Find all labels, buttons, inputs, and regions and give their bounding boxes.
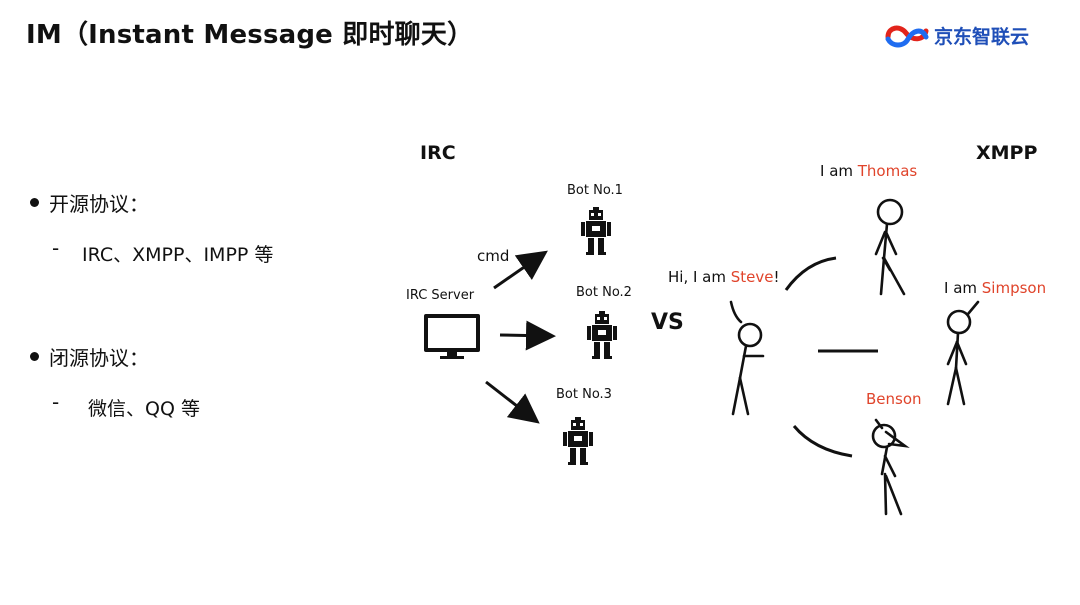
stick-figure-benson [871,418,910,516]
bullet-label: 闭源协议： [49,346,149,370]
logo-text: 京东智联云 [934,25,1030,48]
link-arc-benson [792,425,853,458]
bullet-dot [30,352,39,361]
xmpp-heading: XMPP [976,142,1038,164]
page-title: IM（Instant Message 即时聊天） [26,20,474,50]
bot-label: Bot No.2 [576,285,632,300]
vs-label: VS [651,310,684,335]
dash-marker: - [52,390,60,414]
speaker-label-benson: Benson [866,390,922,408]
irc-server-label: IRC Server [406,288,475,303]
cmd-label: cmd [477,247,510,265]
bullet-open-protocols: 开源协议： [30,188,149,217]
robot-icon [587,311,617,359]
jd-cloud-logo-icon [885,25,929,48]
speaker-label-thomas: I am Thomas [820,162,918,180]
dash-marker: - [52,236,60,260]
link-arc-thomas [784,256,837,291]
bullet-label: 开源协议： [49,192,149,216]
arrow-to-bot-3 [485,380,540,424]
bot-label: Bot No.3 [556,387,612,402]
stick-figure-simpson [946,300,980,406]
monitor-icon [424,314,480,359]
arrow-to-bot-1 [493,250,548,290]
bullet-dot [30,198,39,207]
brand-logo: 京东智联云 [884,18,1029,52]
bullet-closed-protocols: 闭源协议： [30,342,149,371]
robot-icon [581,207,611,255]
stick-figure-steve [729,300,765,416]
robot-icon [563,417,593,465]
stick-figure-thomas [874,198,906,296]
bullet-sub-open: IRC、XMPP、IMPP 等 [82,244,274,266]
arrow-to-bot-2 [499,320,556,351]
speaker-label-simpson: I am Simpson [944,279,1047,297]
bullet-sub-closed: 微信、QQ 等 [88,398,200,420]
speaker-label-steve: Hi, I am Steve! [668,268,780,286]
irc-heading: IRC [420,142,456,164]
bot-label: Bot No.1 [567,183,623,198]
